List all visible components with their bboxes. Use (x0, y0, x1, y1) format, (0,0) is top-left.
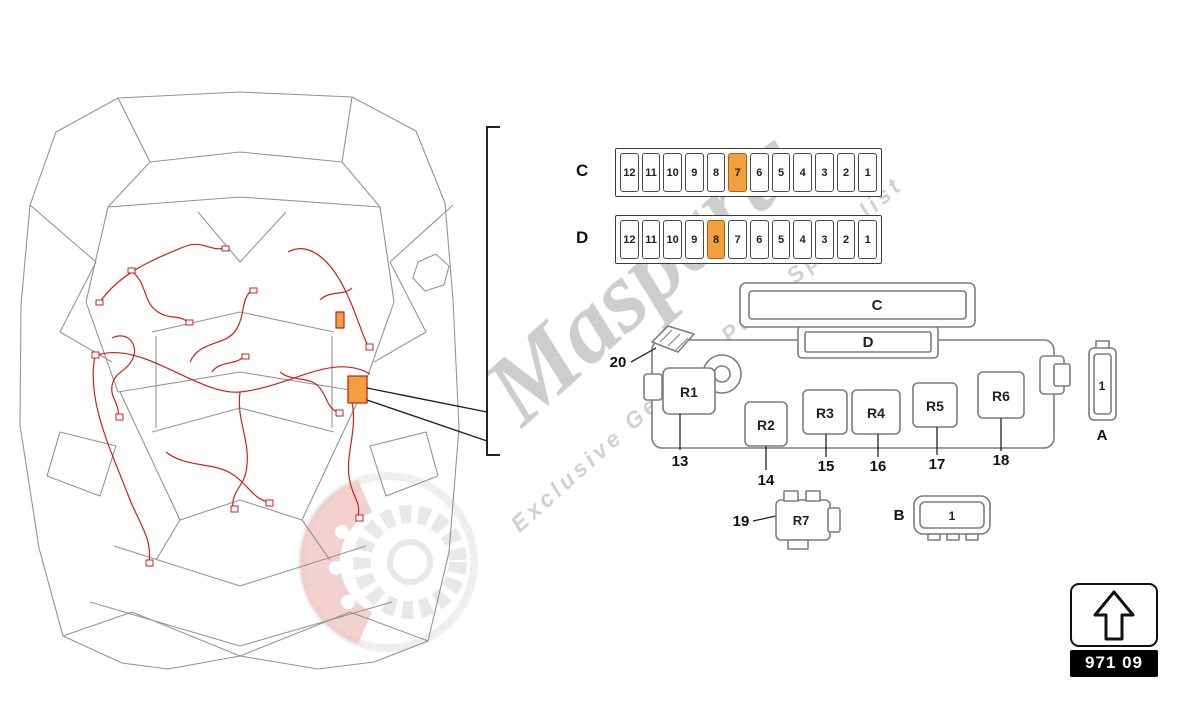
part-ref-box: 971 09 (1070, 583, 1158, 677)
mount-tower-center (713, 365, 731, 383)
connector-b-pin: 1 (949, 509, 956, 523)
fuse-c-1: 1 (858, 153, 878, 192)
reference-bracket (486, 126, 500, 456)
label-r1: R1 (680, 384, 698, 400)
callout-16: 16 (870, 458, 887, 475)
right-tab-pin (1053, 363, 1071, 387)
fuse-c-5: 5 (771, 153, 791, 192)
fuse-c-3: 3 (815, 153, 834, 192)
logo-hub (387, 539, 433, 585)
callout-20: 20 (610, 354, 627, 371)
harness-connectors (91, 245, 374, 567)
connector-b-label: B (894, 507, 905, 524)
logo-hole (341, 595, 355, 609)
up-arrow-icon (1093, 590, 1135, 640)
fuse-c-7-highlighted: 7 (728, 153, 748, 192)
pointer-lines (366, 387, 488, 442)
connector-b: 1 (913, 495, 991, 541)
logo-hole (335, 525, 349, 539)
relay-r1-module (662, 367, 716, 415)
connector-a: 1 (1088, 340, 1117, 421)
section-c-inner (748, 290, 967, 320)
highlighted-fuse-on-car (335, 311, 345, 329)
fuse-d-6: 6 (750, 220, 769, 259)
callout-15: 15 (818, 458, 835, 475)
side-connector-20 (651, 325, 695, 353)
fusebox-assembly (643, 282, 1071, 449)
relay-r7-part: R7 (775, 490, 841, 550)
watermark-logo (298, 472, 478, 652)
fusebox-labels: C D R1 R2 R3 R4 R5 R6 (680, 297, 1010, 433)
label-r6: R6 (992, 388, 1010, 404)
direction-arrow-box (1070, 583, 1158, 647)
fuse-d-4: 4 (793, 220, 813, 259)
car-body-outline (19, 91, 460, 670)
fuse-c-11: 11 (641, 153, 661, 192)
label-r5: R5 (926, 398, 944, 414)
callout-13: 13 (672, 453, 689, 470)
fuse-c-9: 9 (685, 153, 704, 192)
callout-17: 17 (929, 456, 946, 473)
callout-numbers: 13 14 15 16 17 18 19 20 (610, 354, 1010, 530)
callout-leaders (630, 347, 1002, 522)
logo-gear-ring (353, 505, 467, 619)
fuse-d-10: 10 (663, 220, 683, 259)
fuse-d-5: 5 (771, 220, 791, 259)
fuse-d-8-highlighted: 8 (706, 220, 726, 259)
fuse-d-11: 11 (641, 220, 661, 259)
fuse-c-4: 4 (793, 153, 813, 192)
label-r4: R4 (867, 405, 885, 421)
connector-a-label: A (1097, 427, 1108, 444)
callout-19: 19 (733, 513, 750, 530)
fuse-d-1: 1 (858, 220, 878, 259)
fuse-strip-d-label: D (576, 228, 589, 247)
fuse-d-12: 12 (620, 220, 639, 259)
fuse-c-8: 8 (706, 153, 726, 192)
logo-outer-ring (298, 472, 478, 652)
relay-r5-module (912, 382, 958, 428)
label-r2: R2 (757, 417, 775, 433)
relay-r3-module (802, 389, 848, 435)
fuse-d-3: 3 (815, 220, 834, 259)
logo-hole (329, 561, 343, 575)
fuse-strip-c-label: C (576, 161, 589, 180)
label-section-c: C (872, 297, 883, 314)
relay-r4-module (851, 389, 901, 435)
fuse-c-6: 6 (750, 153, 769, 192)
fuse-d-9: 9 (685, 220, 704, 259)
connector-a-pin: 1 (1099, 379, 1106, 393)
fuse-c-12: 12 (620, 153, 639, 192)
fusebox-location-on-car (347, 375, 368, 404)
fuse-c-2: 2 (836, 153, 856, 192)
logo-red-crescent (300, 480, 372, 644)
label-r7: R7 (793, 513, 810, 528)
label-section-d: D (863, 334, 874, 351)
callout-18: 18 (993, 452, 1010, 469)
section-d-inner (804, 331, 932, 353)
wiring-harness (91, 243, 374, 567)
label-r3: R3 (816, 405, 834, 421)
part-number: 971 09 (1070, 650, 1158, 677)
fuse-strip-d: 12 11 10 9 8 7 6 5 4 3 2 1 (615, 215, 882, 264)
fuse-d-2: 2 (836, 220, 856, 259)
fuse-strip-c: 12 11 10 9 8 7 6 5 4 3 2 1 (615, 148, 882, 197)
callout-14: 14 (758, 472, 775, 489)
fuse-d-7: 7 (728, 220, 748, 259)
fuse-c-10: 10 (663, 153, 683, 192)
left-tab (643, 373, 663, 401)
